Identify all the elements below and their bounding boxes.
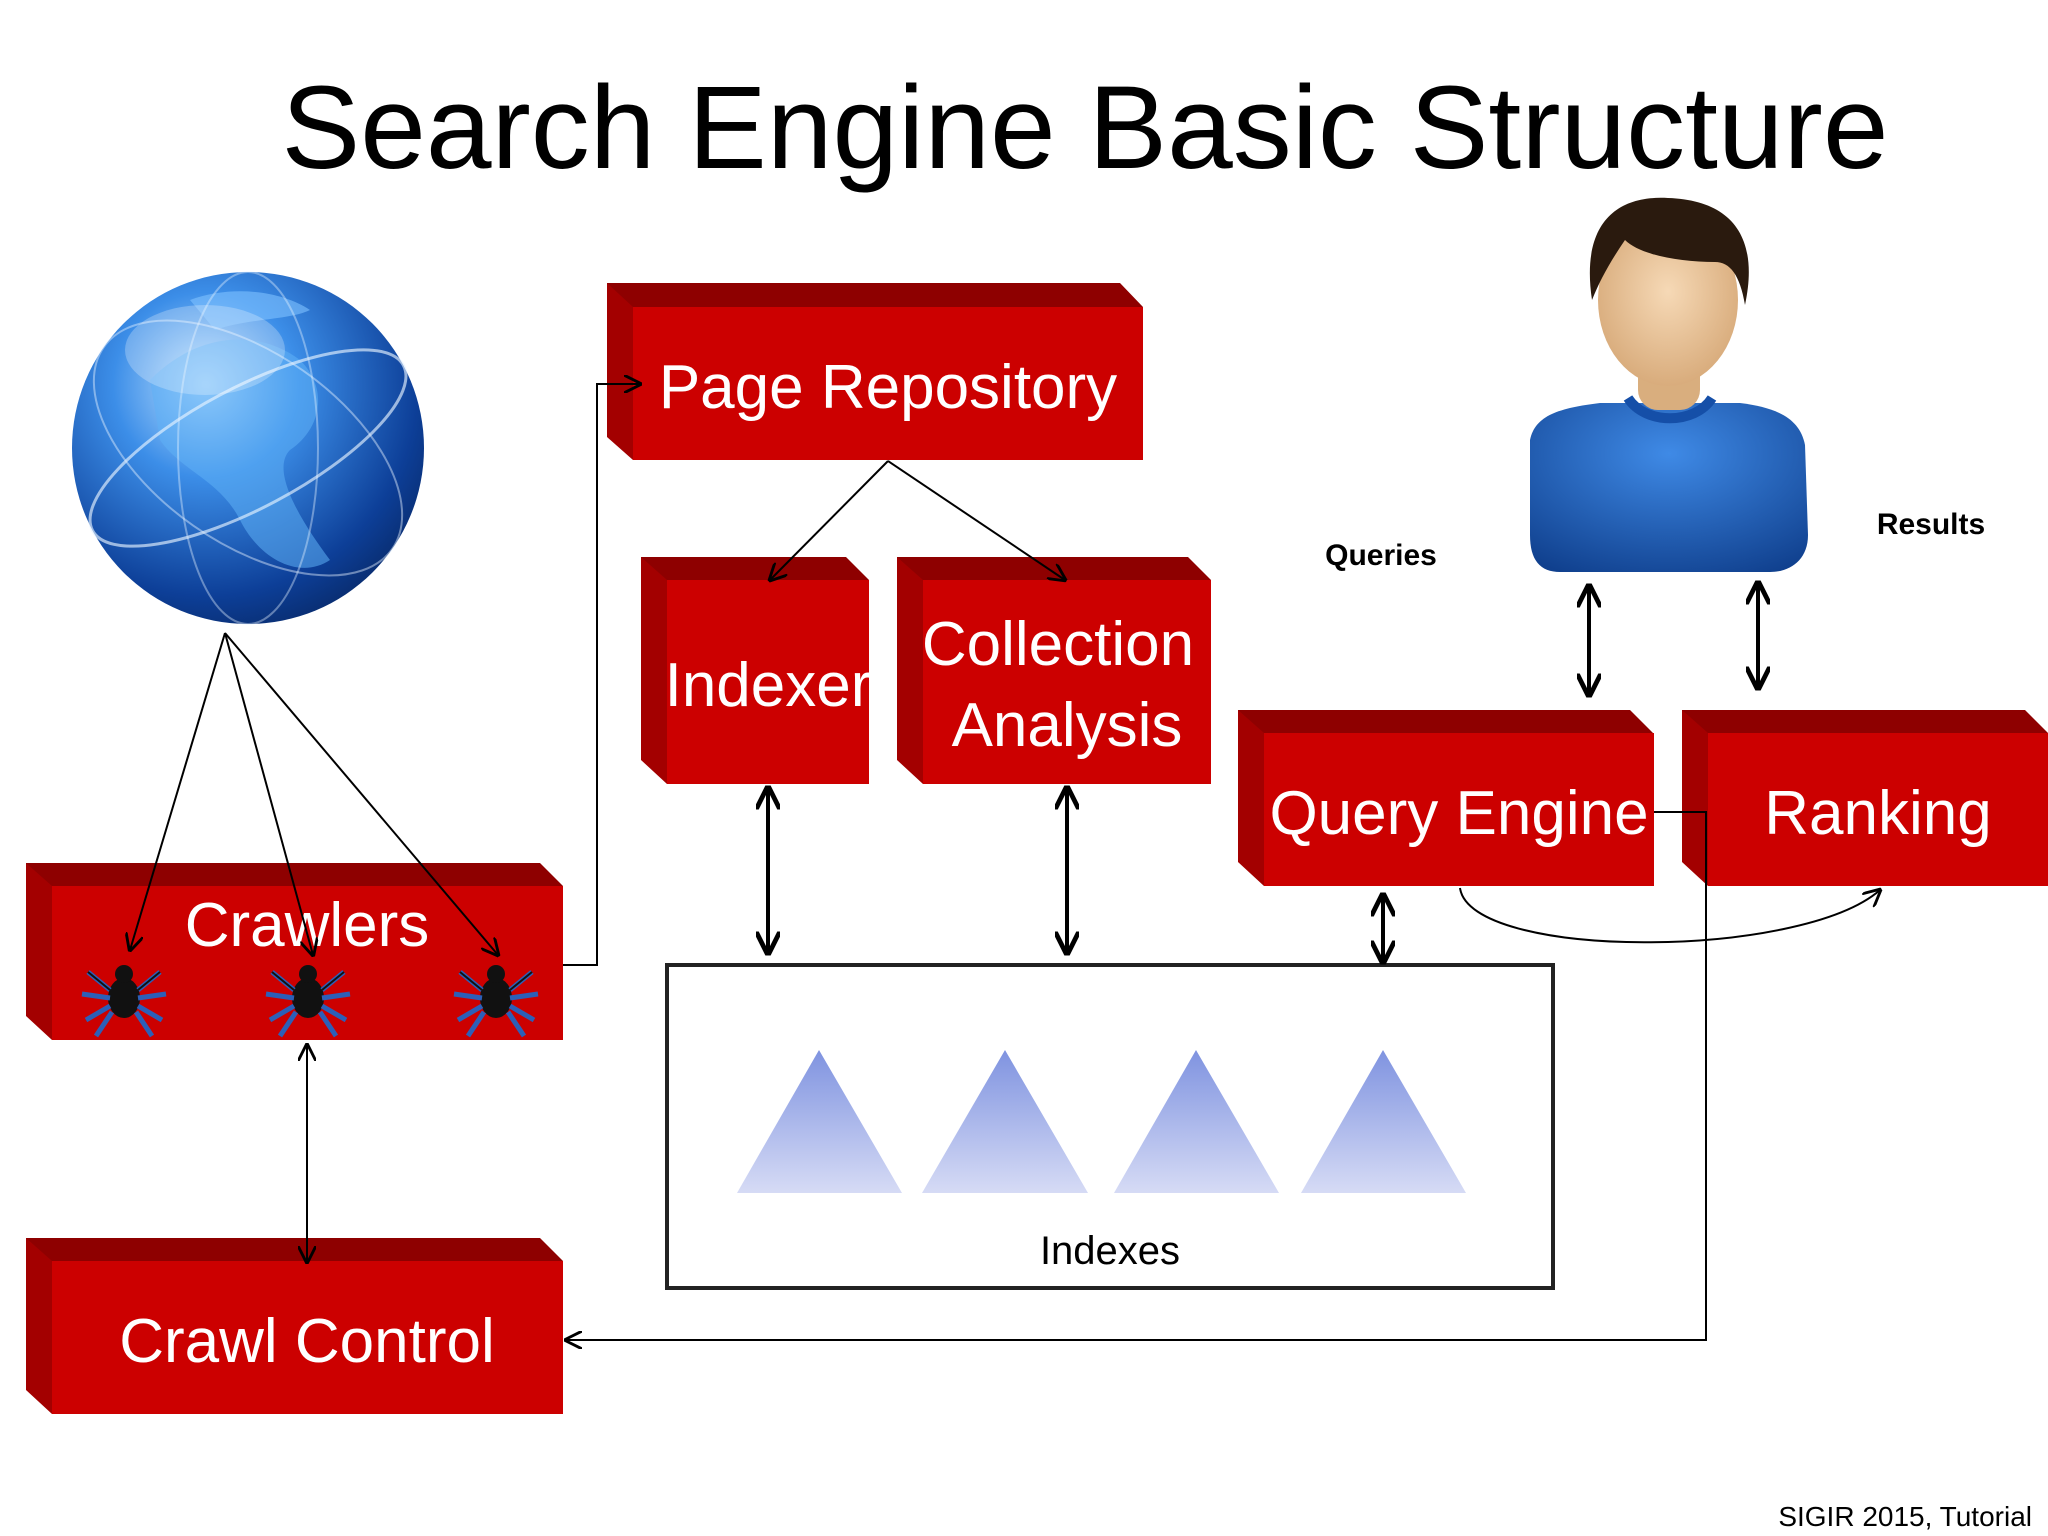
spider-icon — [81, 965, 167, 1038]
footer-text: SIGIR 2015, Tutorial — [1778, 1501, 2032, 1532]
ranking-label: Ranking — [1764, 779, 1991, 848]
globe-to-spider-arrow — [224, 632, 313, 955]
indexer-label: Indexer — [665, 651, 872, 720]
query-engine-label: Query Engine — [1269, 779, 1648, 848]
collection-analysis-label-line1: Collection — [922, 610, 1194, 679]
page-repository-box: Page Repository — [607, 283, 1143, 460]
query-engine-box: Query Engine — [1238, 710, 1654, 886]
indexes-panel: Indexes — [665, 963, 1555, 1290]
slide-title: Search Engine Basic Structure — [282, 62, 1889, 194]
crawl-control-box: Crawl Control — [26, 1238, 563, 1414]
globe-icon — [72, 271, 424, 625]
user-avatar-icon — [1530, 197, 1808, 572]
index-triangle — [1114, 1050, 1279, 1193]
globe-to-spider-arrow — [224, 632, 498, 955]
index-triangle — [1301, 1050, 1466, 1193]
repository-to-analysis-arrow — [887, 460, 1065, 580]
queries-label: Queries — [1325, 539, 1437, 572]
spider-icon — [453, 965, 539, 1038]
crawlers-label: Crawlers — [185, 891, 430, 960]
indexes-label: Indexes — [1040, 1229, 1180, 1273]
collection-analysis-box: Collection Analysis — [897, 557, 1211, 784]
index-triangle — [737, 1050, 902, 1193]
page-repository-label: Page Repository — [659, 353, 1117, 422]
ranking-to-crawl-control-arrow — [566, 811, 1707, 1340]
globe-to-spider-arrow — [130, 632, 226, 950]
indexer-box: Indexer — [641, 557, 871, 784]
crawl-control-label: Crawl Control — [119, 1307, 495, 1376]
ranking-box: Ranking — [1682, 710, 2048, 886]
spider-icon — [265, 965, 351, 1038]
query-engine-to-ranking-arrow — [1459, 888, 1880, 944]
index-triangle — [922, 1050, 1088, 1193]
results-label: Results — [1877, 508, 1985, 541]
crawlers-to-repository-arrow — [563, 384, 640, 966]
repository-to-indexer-arrow — [770, 460, 889, 580]
collection-analysis-label-line2: Analysis — [952, 691, 1183, 760]
